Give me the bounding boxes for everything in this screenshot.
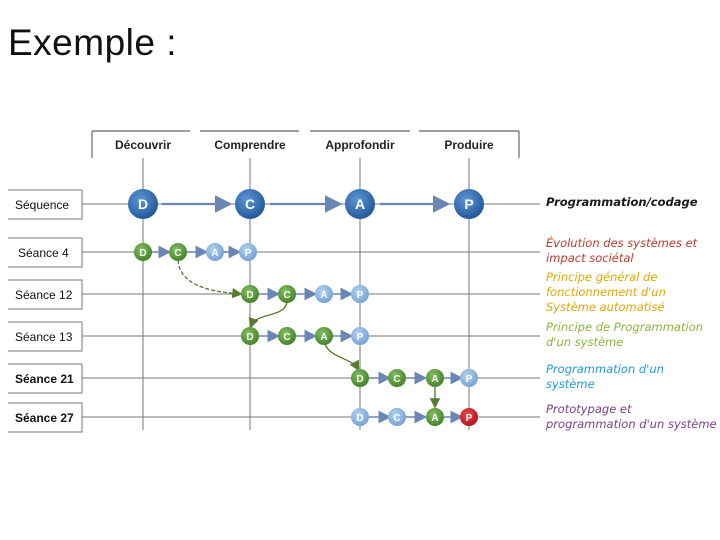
circle-s12-p: P	[351, 285, 369, 303]
circle-s4-p: P	[239, 243, 257, 261]
svg-text:A: A	[431, 413, 438, 424]
column-headers: Découvrir Comprendre Approfondir Produir…	[91, 130, 520, 158]
circle-s4-a: A	[206, 243, 224, 261]
note-seance-12: Principe général de fonctionnement d'un …	[546, 270, 666, 314]
svg-text:C: C	[283, 332, 290, 343]
note-seance-21: Programmation d'un système	[546, 362, 664, 391]
circle-s27-c: C	[388, 408, 406, 426]
circle-sequence-p: P	[454, 189, 484, 219]
svg-text:Séance 12: Séance 12	[15, 288, 73, 302]
row-label-seance-13: Séance 13	[8, 321, 83, 352]
svg-text:A: A	[211, 248, 218, 259]
svg-text:D: D	[356, 413, 363, 424]
svg-text:C: C	[393, 413, 400, 424]
transition-arrows	[177, 259, 441, 409]
column-header-comprendre: Comprendre	[214, 138, 286, 152]
svg-text:P: P	[466, 413, 473, 424]
svg-text:P: P	[357, 332, 364, 343]
circle-s21-d: D	[351, 369, 369, 387]
svg-text:D: D	[139, 248, 146, 259]
page-title: Exemple :	[8, 22, 178, 63]
row-labels: Séquence Séance 4 Séance 12 Séance 13 Sé…	[8, 189, 83, 433]
note-seance-4: Évolution des systèmes et impact sociéta…	[546, 236, 698, 265]
circle-s27-a: A	[426, 408, 444, 426]
circle-s21-c: C	[388, 369, 406, 387]
svg-text:Séquence: Séquence	[15, 198, 69, 212]
circle-s21-p: P	[460, 369, 478, 387]
svg-text:A: A	[431, 374, 438, 385]
circle-s12-c: C	[278, 285, 296, 303]
svg-text:A: A	[320, 290, 327, 301]
circle-s4-c: C	[169, 243, 187, 261]
svg-text:P: P	[245, 248, 252, 259]
svg-text:P: P	[464, 196, 473, 212]
circle-s21-a: A	[426, 369, 444, 387]
svg-text:D: D	[138, 196, 148, 212]
svg-text:Séance 27: Séance 27	[15, 411, 74, 425]
circle-sequence-d: D	[128, 189, 158, 219]
svg-text:A: A	[355, 196, 365, 212]
column-header-produire: Produire	[444, 138, 494, 152]
svg-text:P: P	[357, 290, 364, 301]
svg-text:C: C	[174, 248, 181, 259]
svg-text:D: D	[246, 332, 253, 343]
circle-s4-d: D	[134, 243, 152, 261]
svg-text:D: D	[356, 374, 363, 385]
column-header-decouvrir: Découvrir	[115, 138, 171, 152]
row-label-seance-4: Séance 4	[8, 237, 83, 268]
column-header-approfondir: Approfondir	[325, 138, 395, 152]
svg-text:Séance 21: Séance 21	[15, 372, 74, 386]
note-sequence: Programmation/codage	[546, 195, 698, 209]
circle-sequence-a: A	[345, 189, 375, 219]
svg-text:A: A	[320, 332, 327, 343]
note-seance-13: Principe de Programmation d'un système	[546, 320, 703, 349]
circle-s12-d: D	[241, 285, 259, 303]
circle-s27-d: D	[351, 408, 369, 426]
circle-s13-p: P	[351, 327, 369, 345]
svg-text:C: C	[245, 196, 255, 212]
note-seance-27: Prototypage et programmation d'un systèm…	[546, 402, 717, 431]
row-label-seance-27: Séance 27	[8, 402, 83, 433]
svg-text:Séance 4: Séance 4	[18, 246, 69, 260]
svg-text:Séance 13: Séance 13	[15, 330, 73, 344]
svg-text:P: P	[466, 374, 473, 385]
stage-circles: D C A P D C A P D C A P D C A P D C A P …	[128, 189, 484, 426]
row-label-sequence: Séquence	[8, 189, 83, 220]
circle-s13-a: A	[315, 327, 333, 345]
circle-s27-p: P	[460, 408, 478, 426]
circle-s13-c: C	[278, 327, 296, 345]
circle-s12-a: A	[315, 285, 333, 303]
svg-text:D: D	[246, 290, 253, 301]
circle-sequence-c: C	[235, 189, 265, 219]
circle-s13-d: D	[241, 327, 259, 345]
row-label-seance-21: Séance 21	[8, 363, 83, 394]
svg-text:C: C	[393, 374, 400, 385]
row-label-seance-12: Séance 12	[8, 279, 83, 310]
seance-arrows	[151, 245, 464, 424]
svg-text:C: C	[283, 290, 290, 301]
